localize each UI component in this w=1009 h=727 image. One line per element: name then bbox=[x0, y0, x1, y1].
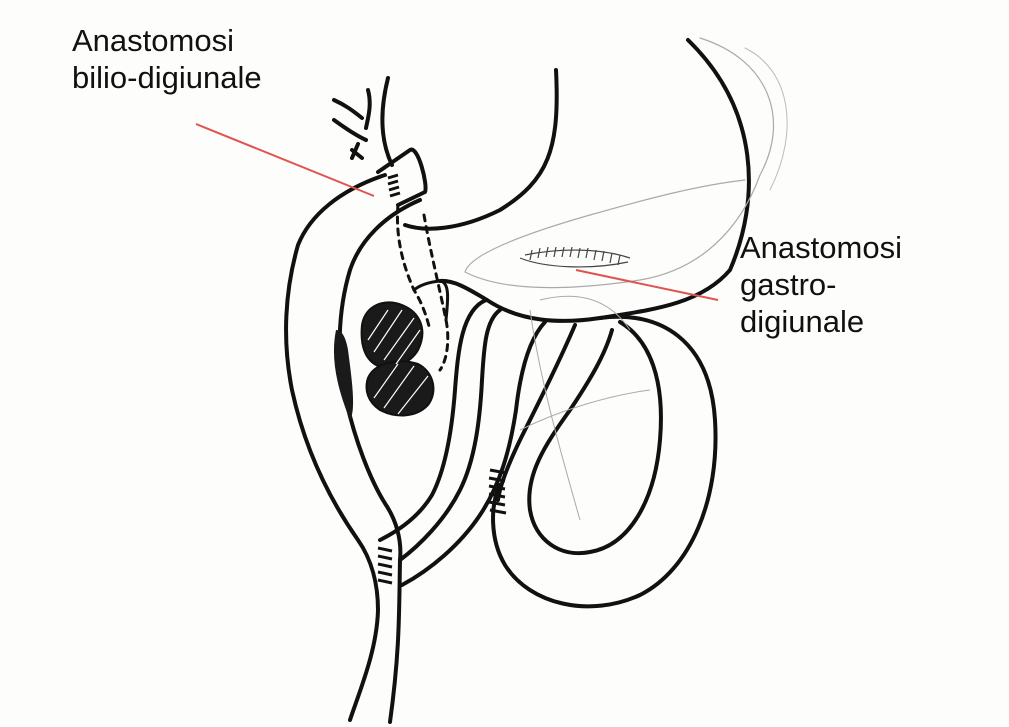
pointer-bilio bbox=[195, 123, 375, 197]
pancreatic-duct-dashed-2 bbox=[422, 213, 450, 372]
hepatic-duct-branch-2 bbox=[332, 98, 364, 120]
stomach-inner-curve bbox=[403, 68, 559, 231]
pancreas-hatching bbox=[367, 309, 429, 415]
hepatic-duct-branch bbox=[332, 118, 368, 142]
duodenal-stump-shading bbox=[333, 330, 354, 420]
biliary-limb-inner bbox=[337, 198, 422, 724]
pancreas-outline bbox=[412, 279, 450, 322]
label-gastro-line1: Anastomosi bbox=[740, 230, 902, 265]
stomach-outline bbox=[438, 38, 751, 323]
jejunal-limb-lower bbox=[378, 298, 488, 542]
hepatic-duct-left bbox=[364, 88, 372, 130]
stomach-faint-outline bbox=[464, 37, 774, 289]
gastro-suture-line bbox=[519, 246, 631, 268]
efferent-loop-inner bbox=[527, 320, 663, 556]
jejunal-limb-upper bbox=[398, 308, 502, 562]
efferent-loop-outer bbox=[491, 314, 718, 609]
bilio-anastomosis-cap bbox=[376, 147, 428, 207]
pancreas-remnant bbox=[360, 301, 435, 417]
label-bilio-line2: bilio-digiunale bbox=[72, 60, 262, 95]
stomach-faint-outline-2 bbox=[744, 47, 788, 191]
loop-connector bbox=[496, 323, 577, 502]
biliary-limb-outer bbox=[284, 173, 387, 722]
label-bilio-line1: Anastomosi bbox=[72, 23, 234, 58]
label-gastro-digiunale: Anastomosi gastro- digiunale bbox=[740, 229, 902, 340]
label-gastro-line2: gastro- bbox=[740, 267, 837, 302]
label-gastro-line3: digiunale bbox=[740, 304, 865, 339]
cystic-stump bbox=[350, 142, 364, 160]
faint-guidelines bbox=[519, 295, 651, 521]
pointer-gastro bbox=[575, 269, 719, 301]
label-bilio-digiunale: Anastomosi bilio-digiunale bbox=[72, 22, 262, 96]
hepatic-duct-right bbox=[380, 76, 394, 167]
suture-marks bbox=[377, 173, 507, 585]
